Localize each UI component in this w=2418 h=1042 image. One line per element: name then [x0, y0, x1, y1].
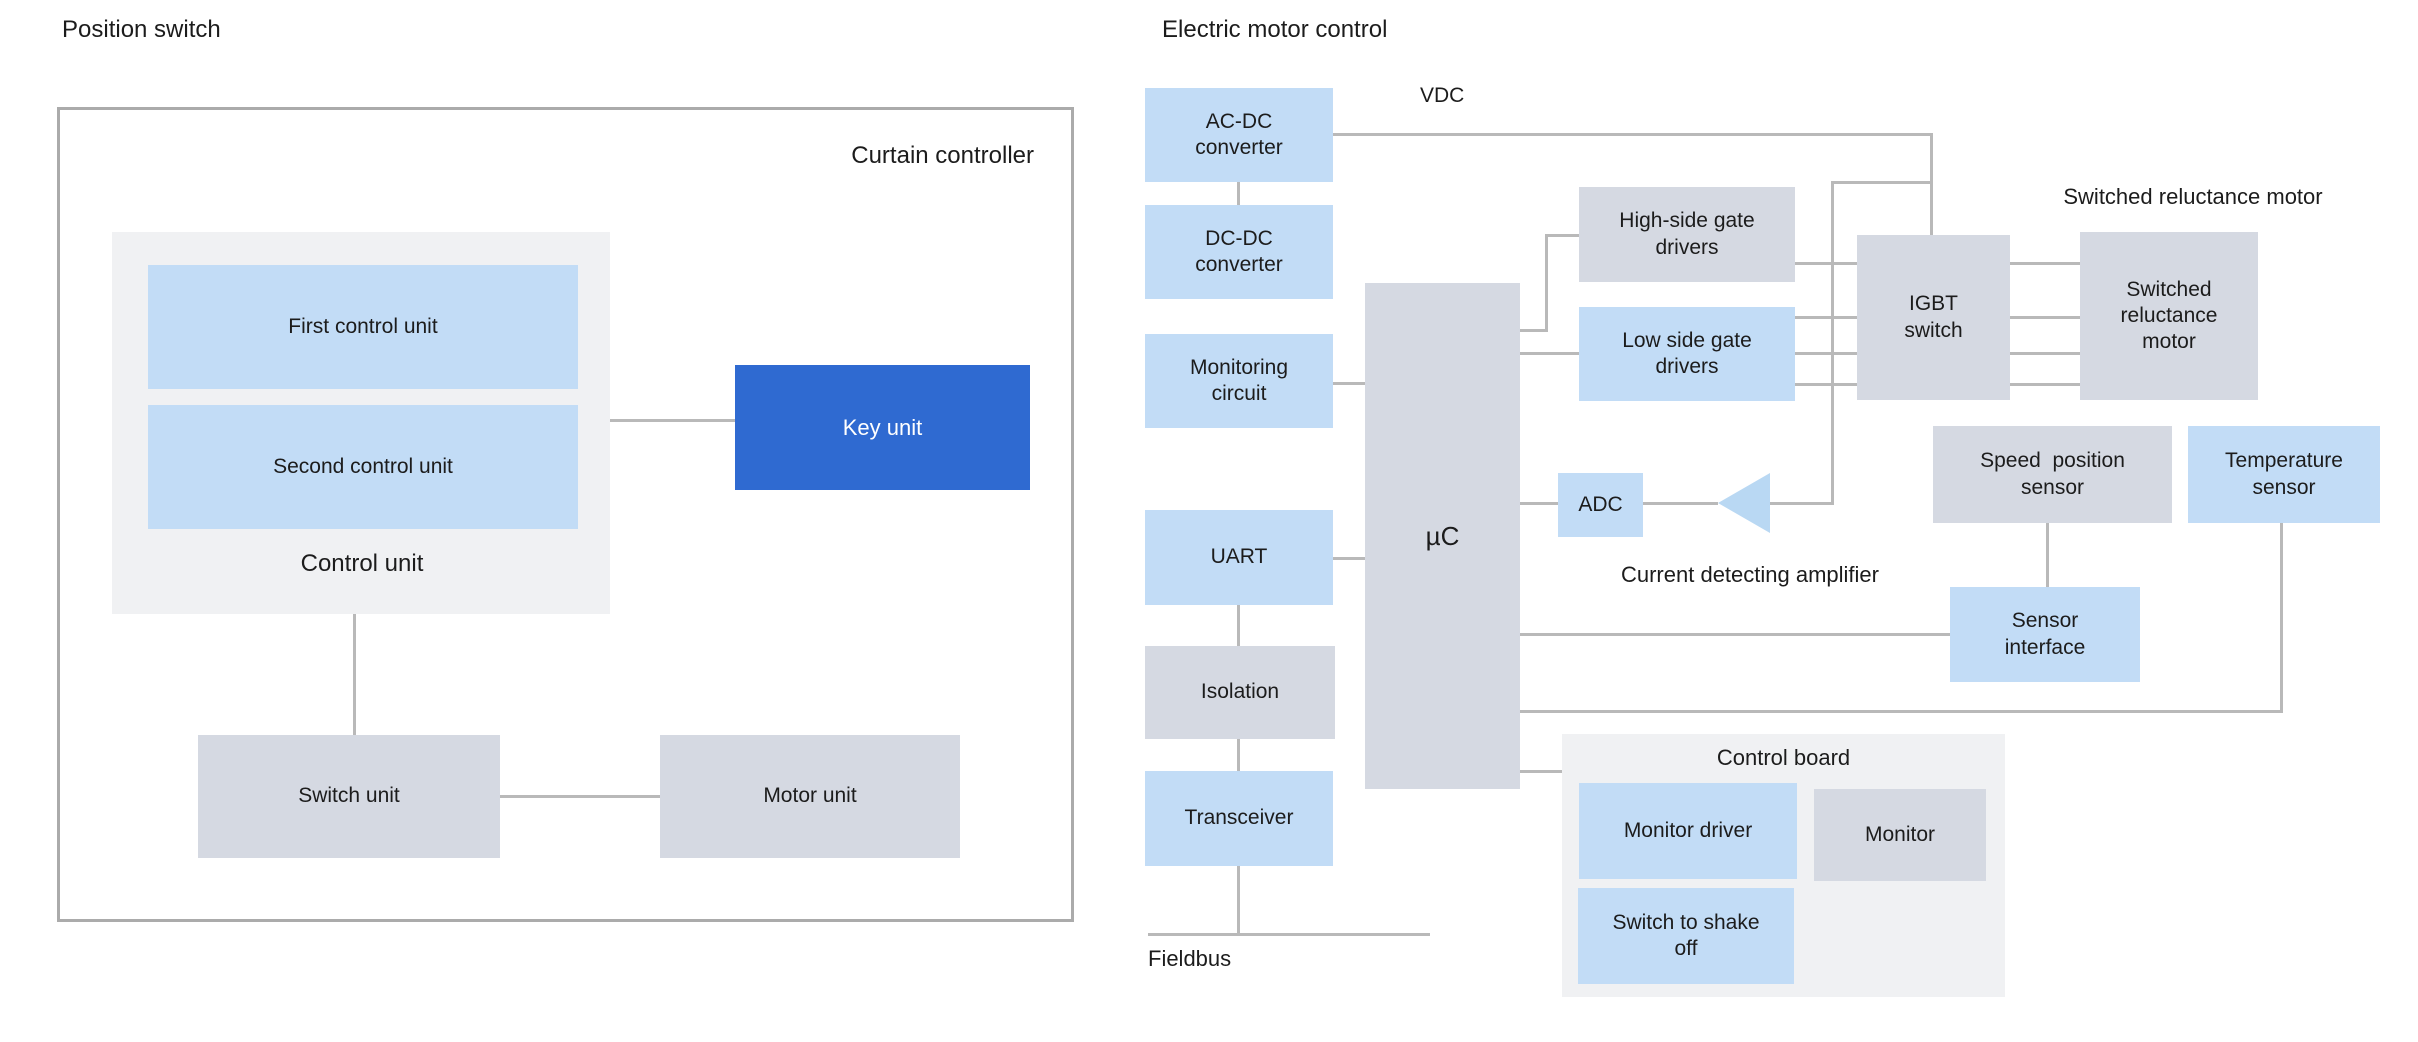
box-switch-unit: Switch unit [198, 735, 500, 858]
connector-line [1237, 605, 1240, 646]
box-switched-reluctance-motor: Switched reluctance motor [2080, 232, 2258, 400]
connector-line [2046, 523, 2049, 587]
connector-line [1520, 502, 1558, 505]
connector-line [2010, 316, 2080, 319]
connector-line [1545, 234, 1579, 237]
vdc-label: VDC [1420, 84, 1465, 107]
connector-line-fieldbus [1148, 933, 1430, 936]
connector-line [2010, 352, 2080, 355]
connector-line [500, 795, 660, 798]
connector-line [1795, 352, 1857, 355]
connector-line [1795, 262, 1857, 265]
connector-line [1795, 316, 1857, 319]
connector-line [1643, 502, 1718, 505]
box-monitoring-circuit: Monitoring circuit [1145, 334, 1333, 428]
connector-line [1520, 633, 1950, 636]
switched-reluctance-motor-label: Switched reluctance motor [2063, 184, 2323, 209]
curtain-controller-frame [57, 107, 1074, 922]
box-isolation: Isolation [1145, 646, 1335, 739]
box-high-side-gate-drivers: High-side gate drivers [1579, 187, 1795, 282]
curtain-controller-label: Curtain controller [851, 142, 1034, 169]
current-detecting-amplifier-label: Current detecting amplifier [1620, 562, 1879, 587]
box-temperature-sensor: Temperature sensor [2188, 426, 2380, 523]
box-microcontroller: µC [1365, 283, 1520, 789]
connector-line-current-sense [1831, 181, 1933, 184]
connector-line-vdc-drop [1930, 133, 1933, 235]
box-uart: UART [1145, 510, 1333, 605]
connector-line [1545, 234, 1548, 332]
connector-line [1795, 383, 1857, 386]
connector-line [610, 419, 735, 422]
box-second-control-unit: Second control unit [148, 405, 578, 529]
connector-line [1333, 382, 1367, 385]
box-low-side-gate-drivers: Low side gate drivers [1579, 307, 1795, 401]
box-first-control-unit: First control unit [148, 265, 578, 389]
box-ac-dc-converter: AC-DC converter [1145, 88, 1333, 182]
connector-line [2010, 262, 2080, 265]
control-board-label: Control board [1716, 745, 1851, 770]
connector-line [1520, 329, 1548, 332]
connector-line [2280, 523, 2283, 713]
connector-line [1333, 557, 1367, 560]
box-igbt-switch: IGBT switch [1857, 235, 2010, 400]
connector-line [1237, 866, 1240, 936]
box-adc: ADC [1558, 473, 1643, 537]
box-switch-to-shake-off: Switch to shake off [1578, 888, 1794, 984]
left-diagram-title: Position switch [62, 16, 221, 43]
box-sensor-interface: Sensor interface [1950, 587, 2140, 682]
box-monitor-driver: Monitor driver [1579, 783, 1797, 879]
connector-line [1237, 182, 1240, 207]
fieldbus-label: Fieldbus [1148, 946, 1232, 971]
connector-line-vdc [1333, 133, 1933, 136]
connector-line [1520, 770, 1562, 773]
connector-line [353, 614, 356, 735]
connector-line [1237, 737, 1240, 773]
connector-line [2010, 383, 2080, 386]
connector-line-current-sense [1831, 181, 1834, 504]
current-amplifier-triangle-icon [1718, 473, 1770, 533]
box-speed-position-sensor: Speed position sensor [1933, 426, 2172, 523]
box-motor-unit: Motor unit [660, 735, 960, 858]
right-diagram-title: Electric motor control [1162, 16, 1388, 43]
box-dc-dc-converter: DC-DC converter [1145, 205, 1333, 299]
box-transceiver: Transceiver [1145, 771, 1333, 866]
connector-line [1520, 710, 2283, 713]
control-unit-label: Control unit [300, 550, 424, 577]
connector-line [1770, 502, 1834, 505]
box-monitor: Monitor [1814, 789, 1986, 881]
connector-line [1520, 352, 1579, 355]
box-key-unit: Key unit [735, 365, 1030, 490]
